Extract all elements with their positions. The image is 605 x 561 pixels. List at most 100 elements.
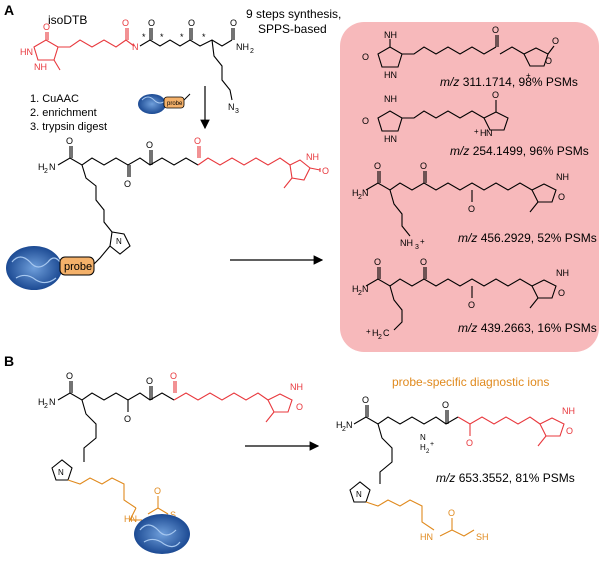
mid-h2n-sub: 2 bbox=[44, 168, 48, 175]
b-s-orange: S bbox=[170, 510, 176, 520]
star-1: * bbox=[142, 32, 146, 42]
f2-nh: NH bbox=[384, 94, 397, 104]
b-o2: O bbox=[124, 414, 131, 424]
br-o3: O bbox=[466, 438, 473, 448]
mid-o3: O bbox=[146, 140, 153, 150]
isodtb-n3-sub: 3 bbox=[235, 108, 239, 115]
f3-h2n-n: N bbox=[362, 188, 369, 198]
probe-tag-large bbox=[59, 256, 95, 276]
isodtb-n-red: N bbox=[132, 42, 139, 52]
br-hn-orange: HN bbox=[420, 532, 433, 542]
f3-o3: O bbox=[468, 204, 475, 214]
br-h2n-n: N bbox=[346, 420, 353, 430]
f1-o2: O bbox=[492, 25, 499, 35]
fragment-2-structure bbox=[377, 100, 509, 132]
svg-text:m/z 456.2929, 52% PSMs: m/z 456.2929, 52% PSMs bbox=[458, 231, 597, 245]
br-h2n-sub: 2 bbox=[342, 426, 346, 433]
f1-o-ring: O bbox=[545, 56, 552, 66]
fragment-3-label: m/z 456.2929, 52% PSMs bbox=[458, 231, 597, 245]
synthesis-line-1: 9 steps synthesis, bbox=[246, 7, 341, 21]
fragment-1-structure bbox=[377, 35, 555, 68]
f3-o4: O bbox=[558, 192, 565, 202]
f1-o: O bbox=[362, 52, 369, 62]
fragment-ions-box bbox=[340, 22, 599, 352]
f1-plus: + bbox=[526, 71, 531, 80]
f4-o3: O bbox=[468, 300, 475, 310]
probe-small-linker bbox=[183, 93, 191, 101]
synthesis-line-2: SPPS-based bbox=[258, 22, 327, 36]
f4-ch2-sub: 2 bbox=[378, 334, 382, 341]
fragment-4-structure bbox=[365, 267, 557, 331]
f4-h2n-n: N bbox=[362, 284, 369, 294]
f1-o3: O bbox=[552, 36, 559, 46]
mid-o4: O bbox=[194, 136, 201, 146]
isodtb-o4: O bbox=[188, 18, 195, 28]
f1-nh: NH bbox=[384, 30, 397, 40]
isodtb-n3: N bbox=[228, 102, 235, 112]
probe-tag-large-label: probe bbox=[64, 261, 92, 273]
br-o2: O bbox=[442, 400, 449, 410]
mid-o2: O bbox=[124, 179, 131, 189]
br-o-orange: O bbox=[448, 508, 455, 518]
b-o3: O bbox=[146, 376, 153, 386]
isodtb-o2: O bbox=[122, 18, 129, 28]
b-ring-nh: NH bbox=[290, 382, 303, 392]
f1-hn: HN bbox=[384, 70, 397, 80]
protein-icon-small bbox=[138, 94, 167, 114]
f2-hn: HN bbox=[384, 134, 397, 144]
isodtb-structure bbox=[33, 28, 235, 101]
b-h2n-n: N bbox=[49, 397, 56, 407]
br-triazole-n: N bbox=[356, 490, 362, 499]
protein-icon-large bbox=[6, 246, 62, 290]
f3-nh3-sub: 3 bbox=[415, 244, 419, 251]
b-o-orange: O bbox=[154, 486, 161, 496]
star-2: * bbox=[160, 32, 164, 42]
br-ring-nh: NH bbox=[562, 406, 575, 416]
mid-o1: O bbox=[66, 136, 73, 146]
fragment-1-label: m/z 311.1714, 98% PSMs bbox=[440, 75, 578, 89]
br-ring-o: O bbox=[566, 426, 573, 436]
svg-text:m/z 653.3552, 81% PSMs: m/z 653.3552, 81% PSMs bbox=[436, 471, 575, 485]
star-3: * bbox=[180, 32, 184, 42]
step-2: 2. enrichment bbox=[30, 107, 97, 119]
panel-a-label: A bbox=[4, 2, 14, 18]
mid-triazole-n: N bbox=[116, 237, 122, 246]
b-triazole-n: N bbox=[58, 468, 64, 477]
br-nh2-plus: + bbox=[430, 441, 434, 448]
isodtb-nh2-sub: 2 bbox=[250, 48, 254, 55]
panel-b-fragment-label: m/z 653.3552, 81% PSMs bbox=[436, 471, 575, 485]
svg-text:m/z 439.2663, 16% PSMs: m/z 439.2663, 16% PSMs bbox=[458, 321, 597, 335]
star-4: * bbox=[202, 32, 206, 42]
f2-o: O bbox=[362, 116, 369, 126]
b-o1: O bbox=[66, 371, 73, 381]
isodtb-o3: O bbox=[148, 18, 155, 28]
br-h2n-h: H bbox=[336, 420, 343, 430]
protein-icon-b bbox=[134, 514, 190, 554]
f3-nh: NH bbox=[556, 172, 569, 182]
f3-h2n-h: H bbox=[352, 188, 359, 198]
b-h2n-sub: 2 bbox=[44, 403, 48, 410]
isodtb-title: isoDTB bbox=[48, 13, 87, 27]
f4-ch2-c: C bbox=[383, 328, 390, 338]
fragment-3-structure bbox=[365, 171, 557, 237]
br-o1: O bbox=[362, 395, 369, 405]
mid-ring-o: O bbox=[322, 166, 329, 176]
f4-h2n-h: H bbox=[352, 284, 359, 294]
f3-o2: O bbox=[420, 161, 427, 171]
f4-ch2-plus: + bbox=[366, 327, 371, 336]
isodtb-nh2: NH bbox=[236, 42, 249, 52]
fragment-4-label: m/z 439.2663, 16% PSMs bbox=[458, 321, 597, 335]
isodtb-o5: O bbox=[230, 18, 237, 28]
mid-h2n-n: N bbox=[49, 162, 56, 172]
step-1: 1. CuAAC bbox=[30, 93, 79, 105]
isodtb-nh: NH bbox=[34, 62, 47, 72]
br-nh2-h: H bbox=[420, 443, 426, 452]
f3-nh3: NH bbox=[400, 238, 413, 248]
panel-b-right-structure bbox=[349, 405, 565, 537]
b-hn-orange: HN bbox=[124, 514, 137, 524]
f4-ch2-h: H bbox=[372, 328, 379, 338]
step-3: 3. trypsin digest bbox=[30, 121, 107, 133]
f4-nh: NH bbox=[556, 268, 569, 278]
f4-o2: O bbox=[420, 257, 427, 267]
b-ring-o: O bbox=[296, 402, 303, 412]
